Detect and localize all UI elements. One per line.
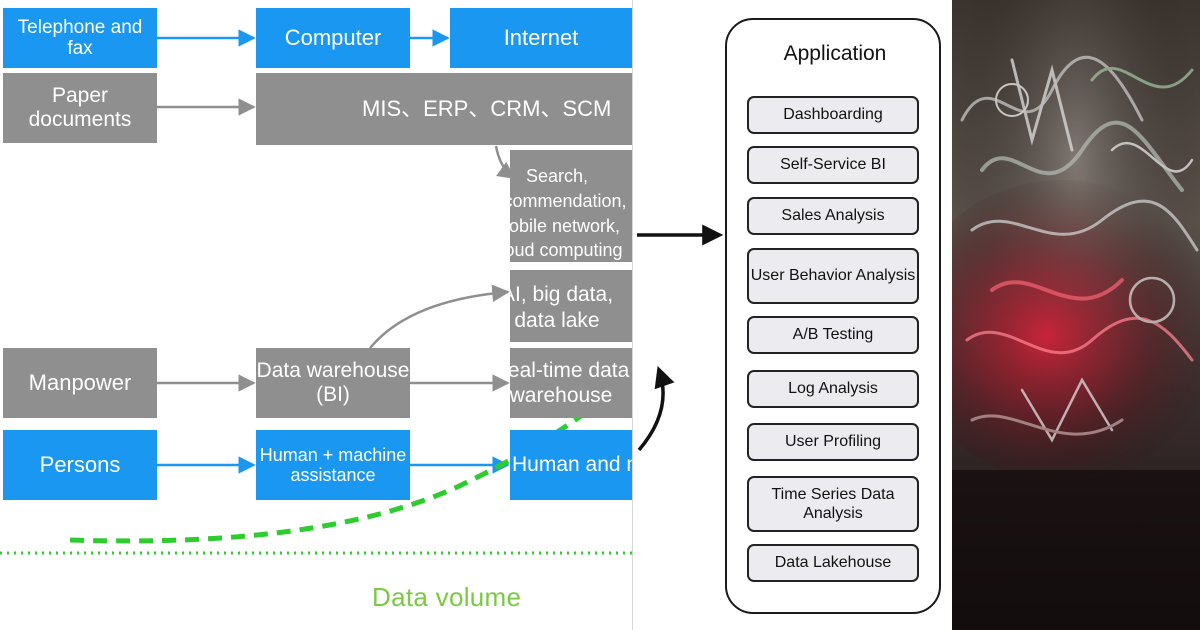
app-item-ab-testing: A/B Testing	[747, 316, 919, 354]
app-item-log-analysis: Log Analysis	[747, 370, 919, 408]
internet-box: Internet	[450, 8, 632, 68]
evolution-diagram: Telephone and fax Computer Internet Pape…	[0, 8, 632, 612]
app-item-sales-analysis: Sales Analysis	[747, 197, 919, 235]
ai-big-data-box: AI, big data, data lake	[510, 270, 632, 342]
app-item-dashboarding: Dashboarding	[747, 96, 919, 134]
data-volume-label: Data volume	[372, 582, 522, 612]
app-item-data-lakehouse: Data Lakehouse	[747, 544, 919, 582]
search-recommendation-text: Search, recommendation, mobile network, …	[510, 166, 627, 261]
mis-erp-crm-scm-box: MIS、ERP、CRM、SCM	[256, 73, 632, 145]
application-arrows	[637, 224, 724, 452]
telephone-fax-box: Telephone and fax	[3, 8, 157, 68]
persons-box: Persons	[3, 430, 157, 500]
human-machine-assistance-box: Human + machine assistance	[256, 430, 410, 500]
growth-trend-curve	[69, 400, 602, 544]
human-and-machine-box: Human and machine	[510, 430, 632, 500]
realtime-warehouse-box: Real-time data warehouse	[510, 348, 632, 418]
arrow-warehouse-to-ai	[369, 284, 510, 349]
ai-big-data-text: AI, big data, data lake	[510, 283, 614, 332]
paper-documents-box: Paper documents	[3, 73, 157, 143]
graffiti-tunnel-image	[952, 0, 1200, 630]
realtime-warehouse-text: Real-time data warehouse	[510, 359, 630, 408]
application-title: Application	[783, 42, 887, 65]
app-item-time-series-data-analysis: Time Series Data Analysis	[747, 476, 919, 532]
app-item-self-service-bi: Self-Service BI	[747, 146, 919, 184]
application-panel: Application Dashboarding Self-Service BI…	[632, 0, 952, 630]
app-item-user-profiling: User Profiling	[747, 423, 919, 461]
connector-layer	[0, 29, 632, 555]
app-item-user-behavior-analysis: User Behavior Analysis	[747, 248, 919, 304]
computer-box: Computer	[256, 8, 410, 68]
search-recommendation-box: Search, recommendation, mobile network, …	[510, 150, 632, 262]
curved-arrow-up	[637, 366, 675, 452]
application-container: Application Dashboarding Self-Service BI…	[725, 18, 941, 614]
data-warehouse-box: Data warehouse (BI)	[256, 348, 410, 418]
manpower-box: Manpower	[3, 348, 157, 418]
graffiti-tunnel-illustration	[952, 0, 1200, 630]
